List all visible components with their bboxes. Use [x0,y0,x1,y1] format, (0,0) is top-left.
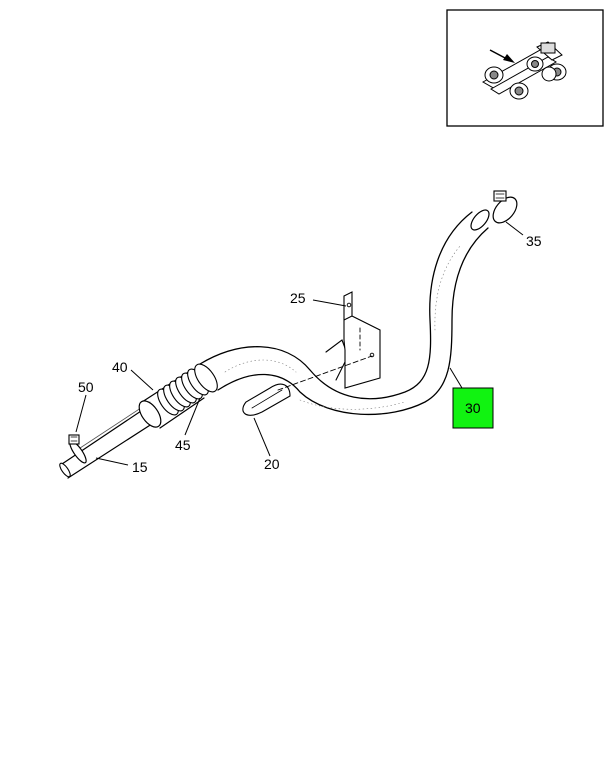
leader-20 [253,417,271,457]
leader-35 [505,221,524,236]
leader-40 [130,369,154,391]
leader-15 [95,457,129,466]
flex-bellows-45 [157,363,218,416]
inset-locator-view [446,9,604,127]
assembly-centerline [277,355,373,391]
u-bolt-20 [242,383,291,416]
leader-25 [312,299,347,307]
callout-40: 40 [112,359,128,375]
callout-30-highlight [452,387,494,429]
clamp-50 [68,434,87,464]
pipe-15 [59,401,159,479]
exhaust-assembly [59,190,518,479]
leader-45 [184,397,201,436]
leader-30 [449,367,463,389]
clamp-35 [492,190,518,224]
callout-35: 35 [526,233,542,249]
leader-lines [75,221,524,466]
callout-labels: 15 20 25 30 35 40 45 50 [78,233,542,475]
callout-20: 20 [264,456,280,472]
arrow-icon [489,49,515,63]
bracket-25 [343,291,381,389]
callout-15: 15 [132,459,148,475]
callout-30: 30 [465,400,481,416]
leader-50 [75,394,87,433]
chassis-icon [481,41,567,100]
callout-45: 45 [175,437,191,453]
callout-25: 25 [290,290,306,306]
exhaust-pipe-30 [199,209,490,416]
callout-50: 50 [78,379,94,395]
